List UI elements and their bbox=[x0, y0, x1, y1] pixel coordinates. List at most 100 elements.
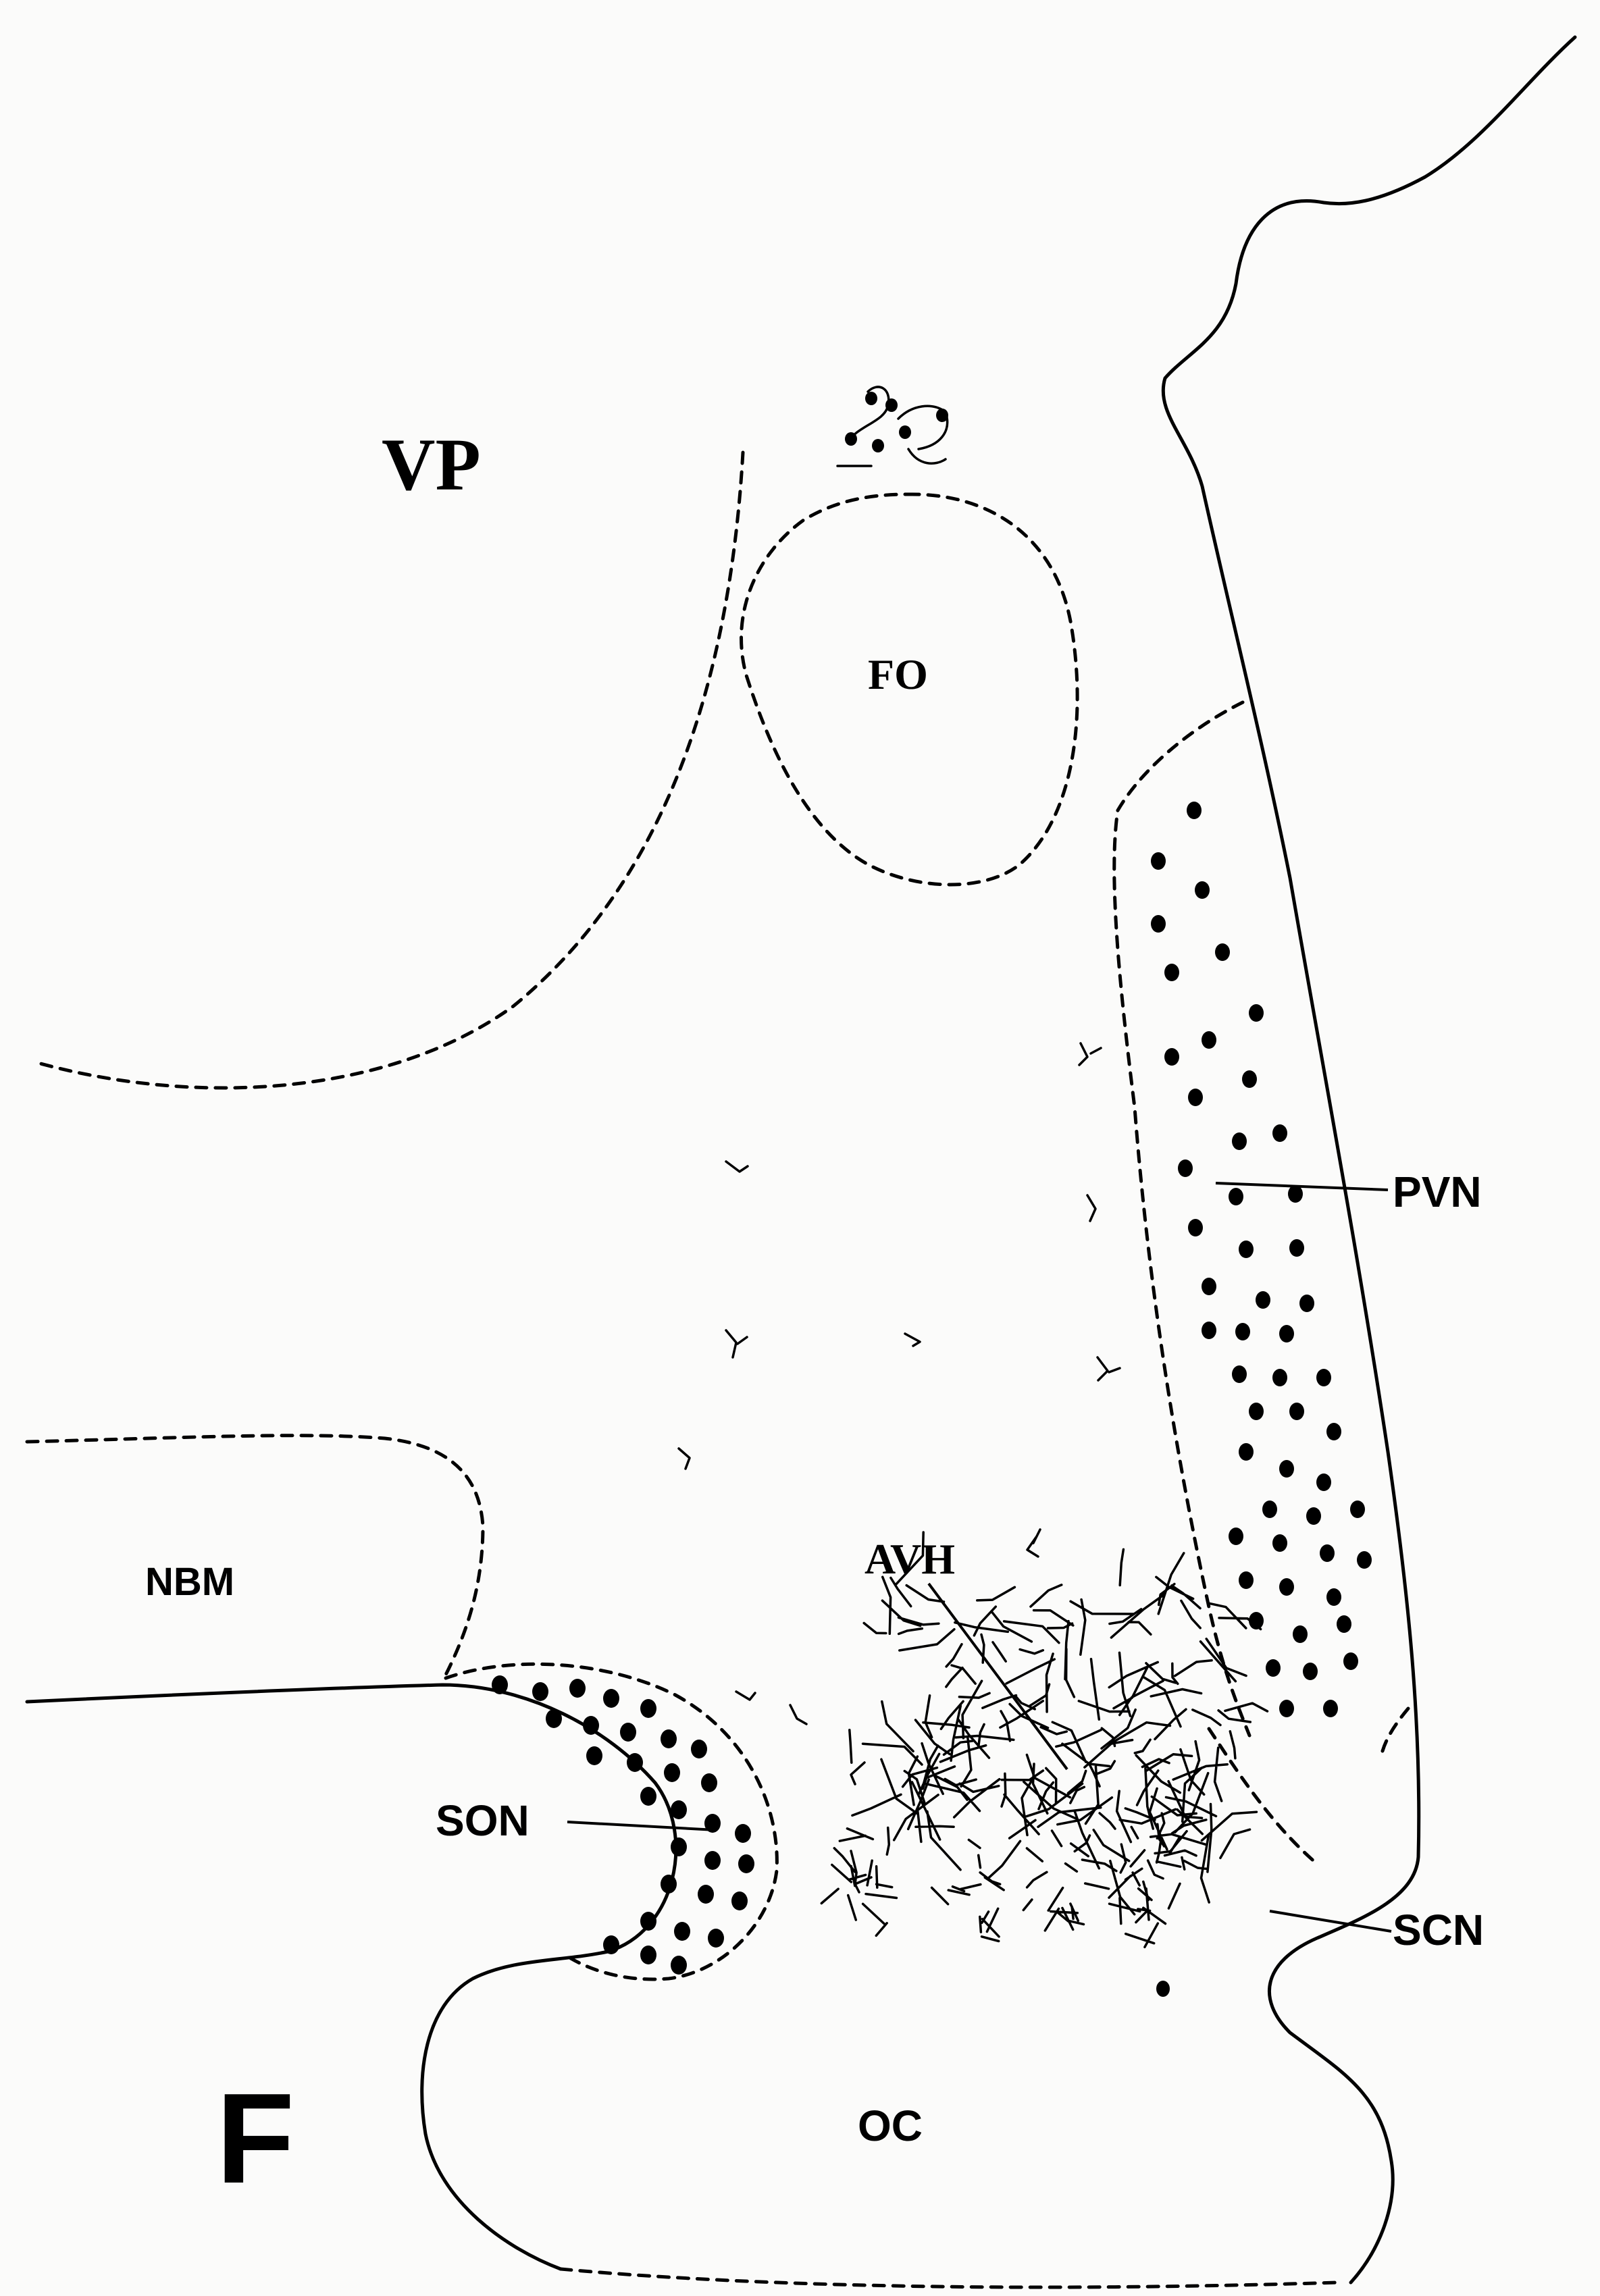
pvn-cell bbox=[1357, 1551, 1372, 1569]
pvn-cell bbox=[1232, 1132, 1247, 1150]
son-cell bbox=[640, 1787, 656, 1806]
son-leader-line bbox=[567, 1822, 716, 1830]
son-cell bbox=[674, 1922, 690, 1941]
pvn-cell bbox=[1188, 1089, 1203, 1106]
pvn-cell bbox=[1303, 1663, 1318, 1680]
pvn-cell bbox=[1235, 1323, 1250, 1340]
pvn-cell bbox=[1279, 1325, 1294, 1342]
pvn-cell bbox=[1232, 1365, 1247, 1383]
isolated-cell bbox=[1156, 1981, 1170, 1997]
scattered-fibers bbox=[679, 1043, 1120, 1892]
pvn-cell bbox=[1272, 1534, 1287, 1552]
nbm-label: NBM bbox=[145, 1560, 234, 1604]
scattered-fiber bbox=[726, 1162, 748, 1172]
pvn-cell bbox=[1316, 1369, 1331, 1386]
pvn-cell bbox=[1164, 1048, 1179, 1066]
pvn-cell bbox=[1202, 1322, 1216, 1339]
fornix-top-cell-cluster bbox=[837, 387, 948, 466]
pvn-cell bbox=[1164, 964, 1179, 981]
pvn-cell-cluster bbox=[1151, 802, 1372, 1717]
scattered-fiber bbox=[726, 1330, 747, 1357]
son-cell bbox=[640, 1912, 656, 1931]
pvn-cell bbox=[1151, 852, 1166, 870]
pvn-cell bbox=[1188, 1219, 1203, 1236]
nbm-boundary bbox=[27, 1436, 483, 1675]
son-cell bbox=[661, 1875, 677, 1894]
scn-leader-line bbox=[1270, 1911, 1391, 1931]
son-cell bbox=[661, 1729, 677, 1748]
ventral-surface-outline bbox=[27, 1685, 676, 2269]
pvn-cell bbox=[1178, 1159, 1193, 1177]
scattered-fiber bbox=[855, 1877, 871, 1892]
optic-chiasm-lower-boundary bbox=[561, 2269, 1337, 2287]
pvn-cell bbox=[1316, 1473, 1331, 1491]
scn-label: SCN bbox=[1393, 1906, 1484, 1954]
fornix-cell bbox=[872, 439, 884, 452]
son-cell bbox=[691, 1740, 707, 1758]
pvn-label: PVN bbox=[1393, 1168, 1482, 1216]
pvn-cell bbox=[1279, 1700, 1294, 1717]
pvn-cell bbox=[1202, 1031, 1216, 1049]
pvn-cell bbox=[1320, 1544, 1335, 1562]
son-label: SON bbox=[436, 1796, 530, 1845]
pvn-cell bbox=[1272, 1369, 1287, 1386]
scattered-fiber bbox=[790, 1705, 806, 1724]
son-cell bbox=[640, 1946, 656, 1964]
son-cell bbox=[546, 1709, 562, 1728]
son-cell bbox=[603, 1935, 619, 1954]
pvn-cell bbox=[1293, 1625, 1308, 1643]
son-cell bbox=[492, 1675, 508, 1694]
pvn-cell bbox=[1249, 1004, 1264, 1022]
pvn-cell bbox=[1272, 1124, 1287, 1142]
avh-fiber-plexus bbox=[821, 1532, 1267, 1997]
pvn-cell bbox=[1242, 1070, 1257, 1088]
pvn-cell bbox=[1350, 1501, 1365, 1518]
pvn-leader-line bbox=[1216, 1183, 1388, 1190]
son-cell bbox=[603, 1689, 619, 1708]
pvn-cell bbox=[1229, 1188, 1243, 1205]
vp-boundary bbox=[41, 452, 743, 1088]
son-cell bbox=[701, 1773, 717, 1792]
pvn-cell bbox=[1289, 1239, 1304, 1257]
son-cell bbox=[738, 1854, 754, 1873]
pvn-cell bbox=[1229, 1528, 1243, 1545]
son-cell bbox=[731, 1891, 748, 1910]
vp-label: VP bbox=[382, 423, 481, 506]
ventricle-outline bbox=[1163, 37, 1575, 2282]
pvn-cell bbox=[1262, 1501, 1277, 1518]
fornix-cell bbox=[899, 425, 911, 439]
son-cell bbox=[671, 1837, 687, 1856]
son-cell bbox=[627, 1753, 643, 1772]
panel-letter: F bbox=[216, 2067, 294, 2210]
oc-label: OC bbox=[858, 2102, 923, 2150]
scattered-fiber bbox=[905, 1334, 920, 1346]
pvn-cell bbox=[1239, 1571, 1254, 1589]
son-cell bbox=[708, 1929, 724, 1948]
son-cell bbox=[532, 1682, 548, 1701]
pvn-cell bbox=[1151, 915, 1166, 933]
son-cell bbox=[671, 1800, 687, 1819]
pvn-cell bbox=[1202, 1278, 1216, 1295]
son-cell bbox=[671, 1956, 687, 1975]
scattered-fiber bbox=[736, 1692, 755, 1700]
son-cell bbox=[704, 1851, 721, 1870]
son-cell bbox=[735, 1824, 751, 1843]
pvn-boundary bbox=[1114, 702, 1249, 1736]
pvn-cell bbox=[1337, 1615, 1351, 1633]
scattered-fiber bbox=[1027, 1530, 1040, 1557]
avh-label: AVH bbox=[864, 1535, 955, 1583]
scattered-fiber bbox=[1079, 1043, 1101, 1065]
son-cell bbox=[640, 1699, 656, 1718]
pvn-cell bbox=[1215, 943, 1230, 961]
pvn-cell bbox=[1239, 1443, 1254, 1461]
son-cell bbox=[586, 1746, 602, 1765]
pvn-cell bbox=[1187, 802, 1202, 819]
son-cell bbox=[583, 1716, 599, 1735]
pvn-cell bbox=[1306, 1507, 1321, 1525]
pvn-cell bbox=[1256, 1291, 1270, 1309]
pvn-cell bbox=[1289, 1403, 1304, 1420]
pvn-cell bbox=[1323, 1700, 1338, 1717]
scn-boundary bbox=[1209, 1708, 1408, 1864]
